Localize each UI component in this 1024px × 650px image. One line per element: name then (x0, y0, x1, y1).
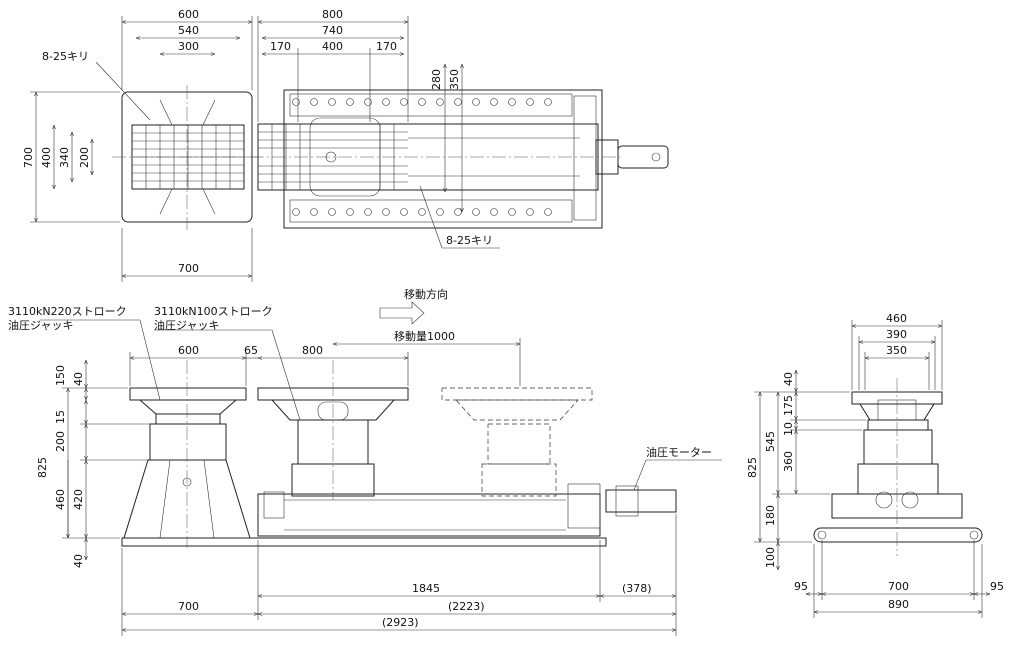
side-base-beam (813, 527, 983, 543)
dim-front-700: 700 (178, 600, 199, 613)
dim-top-340-vert: 340 (58, 147, 71, 168)
dim-side-825: 825 (746, 457, 759, 478)
dim-top-700-vert: 700 (22, 147, 35, 168)
dim-front-1845: 1845 (412, 582, 440, 595)
dim-side-180: 180 (764, 505, 777, 526)
jack-left-label-2: 油圧ジャッキ (8, 318, 73, 332)
dim-top-300: 300 (178, 40, 199, 53)
dim-top-170a: 170 (270, 40, 291, 53)
hole-note-left: 8-25キリ (42, 50, 89, 63)
jack-right-label-1: 3110kN100ストローク (154, 305, 273, 318)
dim-front-378: (378) (622, 582, 652, 595)
dim-top-600: 600 (178, 8, 199, 21)
dim-front-15: 15 (54, 410, 67, 424)
dim-top-170b: 170 (376, 40, 397, 53)
dim-top-280: 280 (430, 69, 443, 90)
dim-front-200: 200 (54, 431, 67, 452)
front-view: 3110kN220ストローク 油圧ジャッキ 3110kN100ストローク 油圧ジ… (8, 287, 722, 636)
side-view: 460 390 350 40 175 545 10 360 825 180 10… (746, 312, 1004, 618)
dim-front-40bot: 40 (72, 554, 85, 568)
dim-top-540: 540 (178, 24, 199, 37)
dim-front-40top: 40 (72, 372, 85, 386)
dim-top-400: 400 (322, 40, 343, 53)
motor-label: 油圧モーター (646, 445, 712, 459)
dim-side-545: 545 (764, 431, 777, 452)
dim-top-400-vert: 400 (40, 147, 53, 168)
dim-front-2923: (2923) (382, 616, 419, 629)
dim-top-bottom-700: 700 (178, 262, 199, 275)
dim-top-350: 350 (448, 69, 461, 90)
left-platen (129, 387, 247, 401)
dim-front-420: 420 (72, 489, 85, 510)
dim-top-740: 740 (322, 24, 343, 37)
dim-side-360: 360 (782, 451, 795, 472)
dim-front-460: 460 (54, 489, 67, 510)
dim-side-460: 460 (886, 312, 907, 325)
dim-side-890: 890 (888, 598, 909, 611)
jack-left-label-1: 3110kN220ストローク (8, 305, 127, 318)
dim-side-390: 390 (886, 328, 907, 341)
top-view: 600 540 300 800 740 170 400 170 280 350 … (22, 8, 669, 282)
dim-front-800: 800 (302, 344, 323, 357)
direction-label: 移動方向 (404, 287, 448, 301)
dim-side-700: 700 (888, 580, 909, 593)
dim-front-825: 825 (36, 457, 49, 478)
dim-side-95b: 95 (990, 580, 1004, 593)
dim-front-2223: (2223) (448, 600, 485, 613)
dim-top-200-vert: 200 (78, 147, 91, 168)
dim-side-175: 175 (782, 395, 795, 416)
dim-top-800: 800 (322, 8, 343, 21)
top-right-table (283, 89, 603, 229)
dim-side-100: 100 (764, 547, 777, 568)
hydraulic-motor (605, 489, 677, 513)
dim-front-65: 65 (244, 344, 258, 357)
dim-side-350: 350 (886, 344, 907, 357)
dim-front-150: 150 (54, 365, 67, 386)
hole-note-right: 8-25キリ (446, 234, 493, 247)
travel-label: 移動量1000 (394, 329, 455, 343)
jack-right-label-2: 油圧ジャッキ (154, 318, 219, 332)
dim-front-600: 600 (178, 344, 199, 357)
dim-side-10: 10 (782, 422, 795, 436)
dim-side-95a: 95 (794, 580, 808, 593)
dim-side-40: 40 (782, 372, 795, 386)
